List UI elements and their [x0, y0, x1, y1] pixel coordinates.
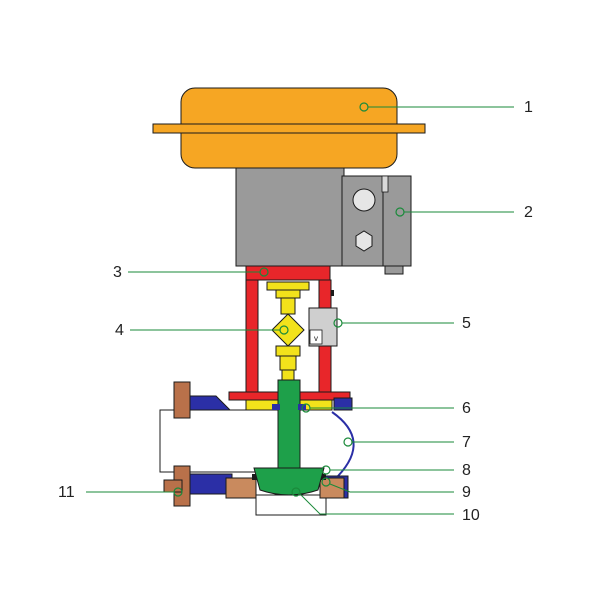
callout-4: 4: [115, 322, 289, 339]
callout-number-4: 4: [115, 322, 124, 339]
v-marking-icon: v: [314, 334, 318, 343]
callout-1: 1: [359, 99, 533, 116]
callout-10: 10: [291, 487, 480, 524]
callout-number-1: 1: [524, 99, 533, 116]
gauge-dial-icon: [352, 188, 376, 212]
callout-number-2: 2: [524, 204, 533, 221]
left-flange: [163, 381, 233, 507]
callout-8: 8: [321, 462, 471, 479]
travel-indicator: v: [308, 307, 338, 347]
callout-number-10: 10: [462, 507, 480, 524]
callout-number-8: 8: [462, 462, 471, 479]
callout-6: 6: [301, 400, 471, 417]
callout-7: 7: [343, 434, 471, 451]
callout-number-6: 6: [462, 400, 471, 417]
actuator-diaphragm: [152, 87, 426, 169]
seat-ring: [225, 474, 345, 499]
callout-2: 2: [395, 204, 533, 221]
valve-body: [159, 409, 355, 516]
callout-number-9: 9: [462, 484, 471, 501]
callout-number-11: 11: [58, 484, 75, 501]
callout-9: 9: [321, 477, 471, 501]
hex-bolt-icon: [355, 230, 373, 252]
callout-11: 11: [58, 484, 183, 501]
stem-and-plug: [253, 379, 325, 496]
positioner-housing: [235, 167, 412, 275]
callout-number-5: 5: [462, 315, 471, 332]
callout-number-7: 7: [462, 434, 471, 451]
callout-number-3: 3: [113, 264, 122, 281]
callout-5: 5: [333, 315, 471, 332]
callout-3: 3: [113, 264, 269, 281]
